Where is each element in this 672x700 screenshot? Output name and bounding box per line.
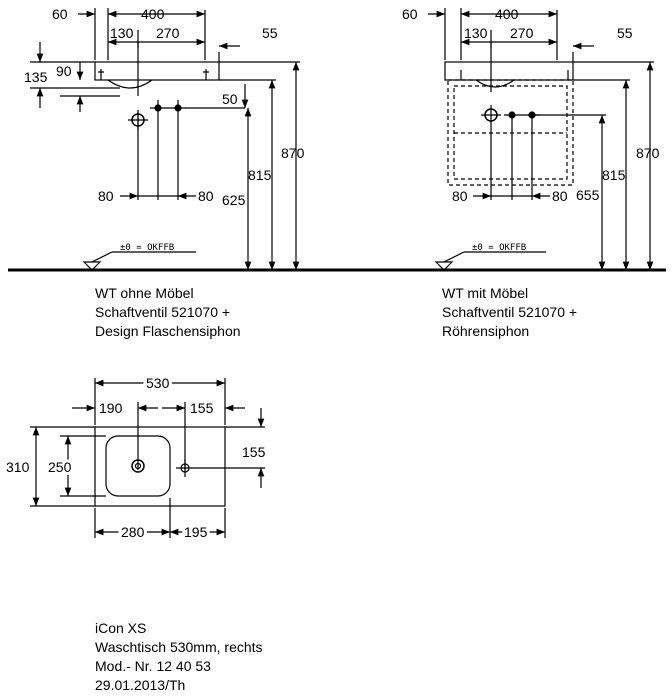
left-dim-50: 50 bbox=[222, 91, 238, 107]
right-dim-55: 55 bbox=[617, 25, 633, 41]
right-dim-60: 60 bbox=[402, 6, 418, 22]
plan-dim-190: 190 bbox=[99, 400, 123, 416]
left-dim-400: 400 bbox=[141, 6, 165, 22]
right-dim-655: 655 bbox=[576, 187, 600, 203]
right-dim-870: 870 bbox=[636, 145, 660, 161]
left-floor-label: ±0 = OKFFB bbox=[120, 243, 174, 253]
left-dim-625: 625 bbox=[222, 192, 246, 208]
left-dim-80a: 80 bbox=[98, 188, 114, 204]
plan-dim-530: 530 bbox=[146, 375, 170, 391]
left-caption-line-2: Schaftventil 521070 + bbox=[95, 304, 231, 320]
left-basin-body bbox=[94, 61, 220, 81]
left-dim-130: 130 bbox=[110, 25, 134, 41]
right-dim-815: 815 bbox=[602, 167, 626, 183]
right-elevation bbox=[428, 8, 654, 271]
right-caption: WT mit Möbel Schaftventil 521070 + Röhre… bbox=[442, 284, 577, 341]
left-caption-line-3: Design Flaschensiphon bbox=[95, 323, 241, 339]
title-block: iCon XS Waschtisch 530mm, rechts Mod.- N… bbox=[95, 619, 263, 695]
right-caption-line-3: Röhrensiphon bbox=[442, 323, 530, 339]
left-dim-80b: 80 bbox=[198, 188, 214, 204]
left-elevation-labels: 60 400 130 270 55 135 90 50 80 80 625 81… bbox=[24, 6, 305, 253]
right-dim-130: 130 bbox=[464, 25, 488, 41]
plan-view bbox=[30, 378, 265, 538]
plan-dim-280: 280 bbox=[121, 524, 145, 540]
right-cabinet-outer bbox=[447, 79, 574, 186]
title-block-line-1: iCon XS bbox=[95, 620, 147, 636]
right-caption-line-2: Schaftventil 521070 + bbox=[442, 304, 578, 320]
left-elevation bbox=[30, 8, 300, 271]
right-elevation-labels: 60 400 130 270 55 80 80 655 815 870 ±0 =… bbox=[402, 6, 660, 253]
left-dim-270: 270 bbox=[156, 25, 180, 41]
left-dim-55: 55 bbox=[262, 25, 278, 41]
right-dim-80b: 80 bbox=[552, 188, 568, 204]
right-dim-80a: 80 bbox=[452, 188, 468, 204]
plan-dim-155b: 155 bbox=[242, 444, 266, 460]
right-dim-400: 400 bbox=[495, 6, 519, 22]
plan-dim-195: 195 bbox=[184, 524, 208, 540]
left-basin-bowl bbox=[107, 79, 153, 89]
left-caption-line-1: WT ohne Möbel bbox=[95, 285, 194, 301]
title-block-line-3: Mod.- Nr. 12 40 53 bbox=[95, 658, 211, 674]
left-dim-60: 60 bbox=[52, 6, 68, 22]
right-basin-body bbox=[444, 61, 574, 81]
plan-dim-310: 310 bbox=[6, 459, 30, 475]
plan-dim-155a: 155 bbox=[190, 400, 214, 416]
title-block-line-4: 29.01.2013/Th bbox=[95, 677, 186, 693]
left-dim-90: 90 bbox=[56, 63, 72, 79]
right-floor-label: ±0 = OKFFB bbox=[472, 243, 526, 253]
left-caption: WT ohne Möbel Schaftventil 521070 + Desi… bbox=[95, 284, 241, 341]
right-dim-270: 270 bbox=[510, 25, 534, 41]
plan-dim-250: 250 bbox=[48, 459, 72, 475]
plan-view-labels: 530 190 155 155 310 250 280 195 bbox=[3, 372, 266, 543]
right-caption-line-1: WT mit Möbel bbox=[442, 285, 529, 301]
plan-basin-outline bbox=[94, 426, 226, 507]
title-block-line-2: Waschtisch 530mm, rechts bbox=[95, 639, 263, 655]
left-dim-135: 135 bbox=[24, 69, 48, 85]
right-basin-bowl bbox=[475, 79, 515, 88]
left-dim-870: 870 bbox=[281, 145, 305, 161]
left-dim-815: 815 bbox=[248, 167, 272, 183]
